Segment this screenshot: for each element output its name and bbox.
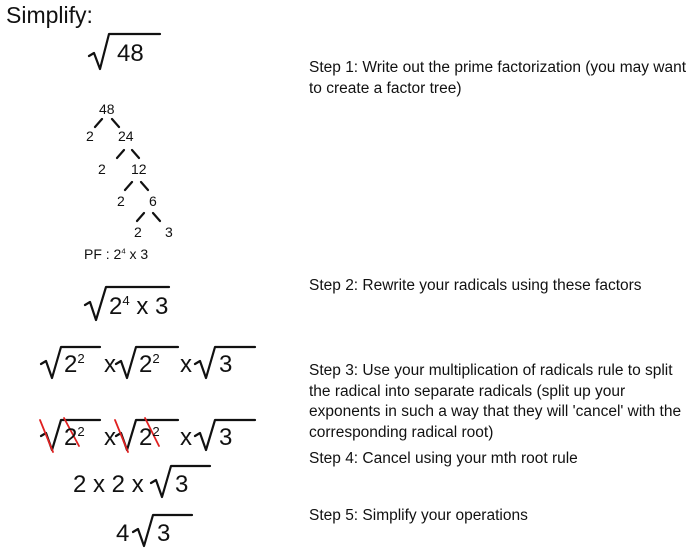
tree-node-12: 12: [131, 161, 147, 177]
tree-node-2a: 2: [86, 128, 94, 144]
operator-line3-a: x: [104, 351, 116, 378]
expression-line5: 2 x 2 x: [73, 471, 144, 498]
operator-line4-a: x: [104, 424, 116, 451]
tree-node-24: 24: [118, 128, 134, 144]
radicand-line6: 3: [157, 520, 171, 547]
radical-sign-48: [87, 32, 162, 71]
tree-node-2d: 2: [134, 224, 142, 240]
radical-sign-line3-b: [114, 345, 180, 380]
radicand-line3-b: 22: [139, 350, 160, 378]
cancel-marks: [39, 417, 160, 453]
step-5-text: Step 5: Simplify your operations: [309, 507, 528, 524]
radical-sign-line4-c: [193, 418, 257, 452]
radicand-48: 48: [117, 40, 144, 67]
page-title: Simplify:: [6, 2, 93, 28]
coefficient-line6: 4: [116, 520, 130, 547]
radical-sign-line5: [149, 464, 212, 499]
factor-tree-branches: [93, 117, 162, 223]
tree-node-2c: 2: [117, 193, 125, 209]
radicand-line5: 3: [175, 471, 189, 498]
radical-sign-line2: [83, 285, 171, 322]
radicand-line4-a: 22: [64, 423, 85, 451]
radical-sign-line3-a: [39, 345, 102, 380]
radicand-line2: 24 x 3: [109, 292, 169, 320]
radicand-line4-b: 22: [139, 423, 160, 451]
radicand-line3-c: 3: [219, 351, 233, 378]
step-3-text: Step 3: Use your multiplication of radic…: [309, 362, 682, 441]
step-1-text: Step 1: Write out the prime factorizatio…: [309, 59, 687, 97]
step-4-text: Step 4: Cancel using your mth root rule: [309, 450, 578, 467]
prime-factorization: PF : 24 x 3: [84, 246, 149, 262]
radical-sign-line3-c: [193, 345, 257, 380]
radical-sign-line6: [131, 513, 194, 548]
operator-line3-b: x: [180, 351, 192, 378]
tree-node-6: 6: [149, 193, 157, 209]
tree-node-48: 48: [99, 101, 115, 117]
operator-line4-b: x: [180, 424, 192, 451]
radicand-line4-c: 3: [219, 424, 233, 451]
radicand-line3-a: 22: [64, 350, 85, 378]
tree-node-2b: 2: [98, 161, 106, 177]
step-2-text: Step 2: Rewrite your radicals using thes…: [309, 277, 642, 294]
tree-node-3: 3: [165, 224, 173, 240]
